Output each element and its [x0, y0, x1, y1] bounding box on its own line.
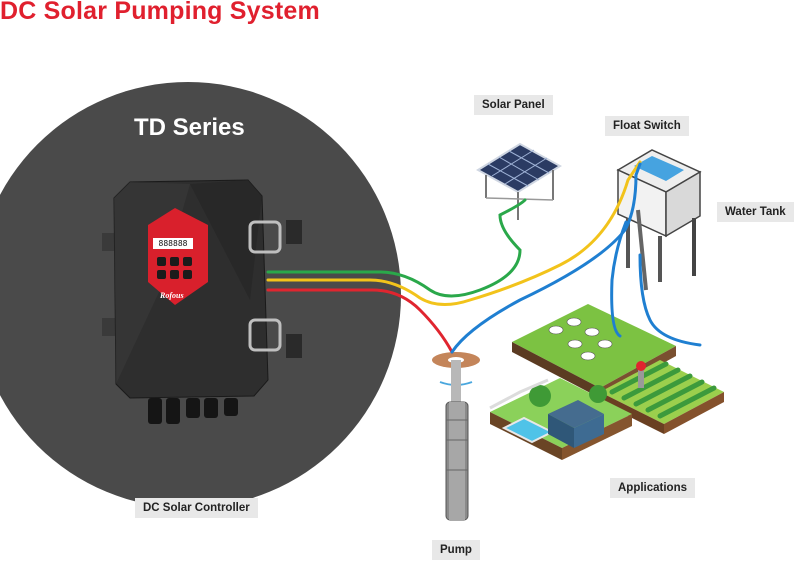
submersible-pump — [445, 360, 469, 521]
controller-brand: Rofous — [160, 291, 184, 300]
float-switch-label: Float Switch — [605, 116, 689, 136]
applications-label: Applications — [610, 478, 696, 498]
dc-solar-controller — [102, 179, 302, 424]
wire-red — [266, 288, 454, 354]
water-tank — [616, 149, 702, 291]
solar-panel-label: Solar Panel — [474, 95, 553, 115]
wire-green — [266, 198, 527, 298]
controller-display: 888888 — [153, 238, 193, 249]
water-tank-label: Water Tank — [717, 202, 794, 222]
house-plot — [489, 378, 632, 460]
wire-yellow — [266, 160, 642, 306]
wire-blue-branch — [638, 253, 702, 347]
wire-blue-app — [610, 220, 628, 338]
pump-label: Pump — [432, 540, 480, 560]
crop-field — [600, 360, 724, 434]
solar-panel — [476, 142, 562, 220]
series-title: TD Series — [134, 114, 245, 141]
wiring — [266, 160, 702, 354]
controller-label: DC Solar Controller — [135, 498, 258, 518]
diagram-title: DC Solar Pumping System — [0, 0, 320, 25]
wire-blue — [450, 162, 642, 354]
